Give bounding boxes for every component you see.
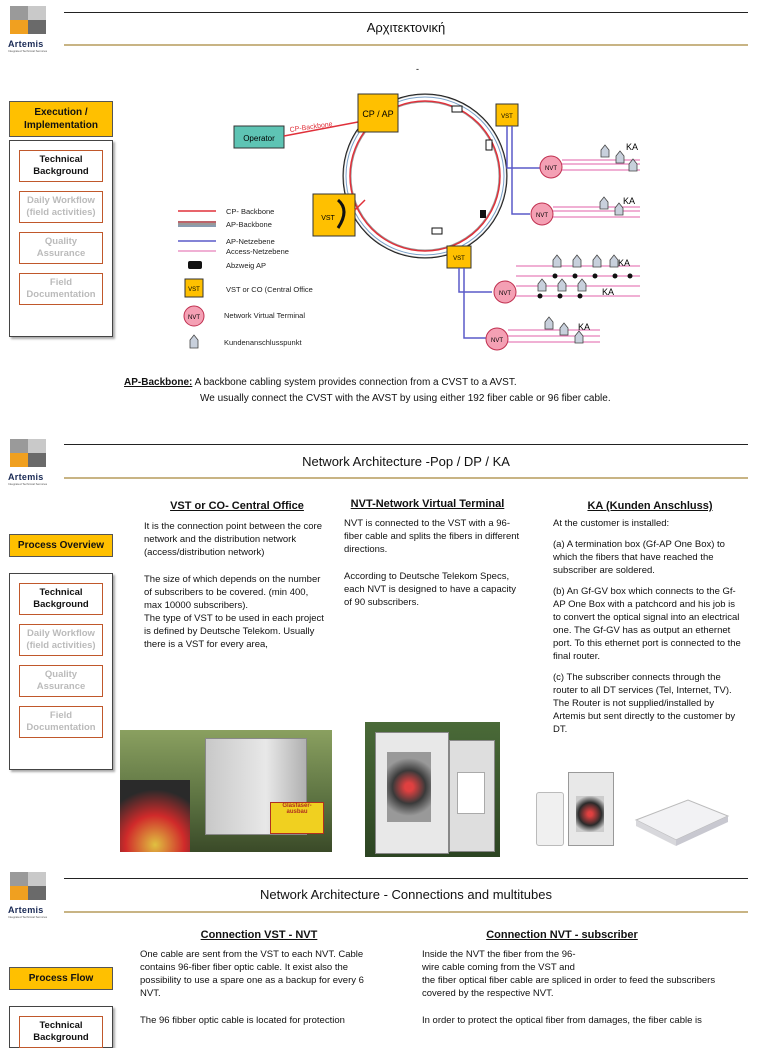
- brand-logo-3: Artemis Integrated Technical Services: [8, 872, 52, 919]
- nav-item-quality-assurance[interactable]: Quality Assurance: [19, 665, 103, 697]
- vst-cabinet-photo: Glasfaser- ausbau: [120, 730, 332, 852]
- connection-vst-nvt-heading: Connection VST - NVT: [200, 929, 318, 941]
- brand-logo-2: Artemis Integrated Technical Services: [8, 439, 52, 486]
- operator-box: [233, 125, 285, 149]
- nav-item-field-documentation[interactable]: Field Documentation: [19, 273, 103, 305]
- nvt-heading: NVT-Network Virtual Terminal: [350, 498, 505, 510]
- svg-text:VST or CO (Central Office: VST or CO (Central Office: [226, 285, 313, 294]
- nvt-4-label: NVT: [491, 338, 503, 344]
- svg-text:AP-Netzebene: AP-Netzebene: [226, 237, 275, 246]
- nav-section-button-2[interactable]: Process Overview: [9, 534, 113, 557]
- ring-black: [342, 93, 508, 259]
- nav-menu-3: Technical Background: [9, 1006, 113, 1048]
- connection-nvt-subscriber-text: Inside the NVT the fiber from the 96- wi…: [422, 949, 716, 1026]
- nvt-cabinet-photo: [365, 722, 500, 857]
- ka-label-2: KA: [623, 196, 635, 206]
- svg-text:Network Virtual Terminal: Network Virtual Terminal: [224, 311, 305, 320]
- ap-backbone-definition: A backbone cabling system provides conne…: [192, 377, 517, 388]
- ap-backbone-line2: We usually connect the CVST with the AVS…: [200, 393, 611, 404]
- nvt-3-label: NVT: [499, 291, 511, 297]
- header-rule: [64, 12, 748, 13]
- cp-ap-box: [357, 93, 399, 133]
- svg-text:AP-Backbone: AP-Backbone: [226, 220, 272, 229]
- cp-ap-label: CP / AP: [362, 109, 393, 119]
- slide-title-3: Network Architecture - Connections and m…: [260, 887, 552, 902]
- vst-left-label: VST: [321, 215, 335, 222]
- svg-text:CP- Backbone: CP- Backbone: [226, 207, 274, 216]
- logo-text: Artemis: [8, 39, 44, 49]
- glasfaser-sign: Glasfaser- ausbau: [270, 802, 324, 834]
- operator-label: Operator: [243, 134, 275, 143]
- ka-heading: KA (Kunden Anschluss): [587, 500, 713, 512]
- nav-section-button-3[interactable]: Process Flow: [9, 967, 113, 990]
- ring-inner-white: [344, 95, 506, 257]
- gf-ap-box-photo: [530, 768, 618, 850]
- nav-menu-2: Technical Background Daily Workflow (fie…: [9, 573, 113, 770]
- nvt-1-label: NVT: [545, 166, 557, 172]
- legend-nvt-symbol: NVT: [188, 315, 200, 321]
- slide-title-2: Network Architecture -Pop / DP / KA: [302, 454, 510, 469]
- ka-label-5: KA: [578, 322, 590, 332]
- ka-label-1: KA: [626, 142, 638, 152]
- svg-text:Access-Netzebene: Access-Netzebene: [226, 247, 289, 256]
- nvt-text: NVT is connected to the VST with a 96-fi…: [344, 518, 520, 608]
- cp-backbone-label: CP-Backbone: [289, 121, 333, 134]
- nav-section-button[interactable]: Execution / Implementation: [9, 101, 113, 137]
- ka-text: At the customer is installed: (a) A term…: [553, 518, 741, 735]
- brand-logo: Artemis Integrated Technical Services: [8, 6, 52, 53]
- nav-item-technical-background[interactable]: Technical Background: [19, 1016, 103, 1048]
- vst-left: [312, 193, 356, 237]
- title-underline: [64, 44, 748, 46]
- logo-mark: [10, 6, 50, 38]
- slide-title: Αρχιτεκτονική: [366, 20, 446, 35]
- nav-item-technical-background[interactable]: Technical Background: [19, 583, 103, 615]
- diagram-legend: VST NVT CP- Backbone AP-Backbone AP-Netz…: [178, 207, 313, 349]
- nav-item-technical-background[interactable]: Technical Background: [19, 150, 103, 182]
- vst-heading: VST or CO- Central Office: [170, 500, 304, 512]
- ring-cp: [349, 100, 501, 252]
- nvt-2-label: NVT: [536, 213, 548, 219]
- vst-top-label: VST: [501, 114, 513, 120]
- ka-label-3: KA: [618, 258, 630, 268]
- router-photo: [628, 792, 731, 848]
- cp-backbone-line: [283, 121, 359, 137]
- ka-label-4: KA: [602, 287, 614, 297]
- diagram-dash: -: [416, 64, 419, 74]
- nav-item-field-documentation[interactable]: Field Documentation: [19, 706, 103, 738]
- ap-backbone-term: AP-Backbone:: [124, 377, 193, 388]
- vst-bottom-label: VST: [453, 256, 465, 262]
- svg-text:Kundenanschlusspunkt: Kundenanschlusspunkt: [224, 338, 302, 347]
- connection-vst-nvt-text: One cable are sent from the VST to each …: [140, 949, 364, 1026]
- legend-vst-symbol: VST: [188, 287, 200, 293]
- nav-item-daily-workflow[interactable]: Daily Workflow (field activities): [19, 191, 103, 223]
- svg-text:Abzweig AP: Abzweig AP: [226, 261, 266, 270]
- logo-tagline: Integrated Technical Services: [8, 49, 48, 53]
- connection-nvt-subscriber-heading: Connection NVT - subscriber: [486, 929, 638, 941]
- ap-backbone-line1: AP-Backbone: A backbone cabling system p…: [124, 377, 517, 388]
- nav-menu: Technical Background Daily Workflow (fie…: [9, 140, 113, 337]
- vst-text: It is the connection point between the c…: [144, 521, 324, 650]
- network-diagram: - Operator CP-Backbone CP / AP VST VST V…: [178, 64, 640, 351]
- nav-item-quality-assurance[interactable]: Quality Assurance: [19, 232, 103, 264]
- nav-item-daily-workflow[interactable]: Daily Workflow (field activities): [19, 624, 103, 656]
- ring-ap: [345, 96, 505, 256]
